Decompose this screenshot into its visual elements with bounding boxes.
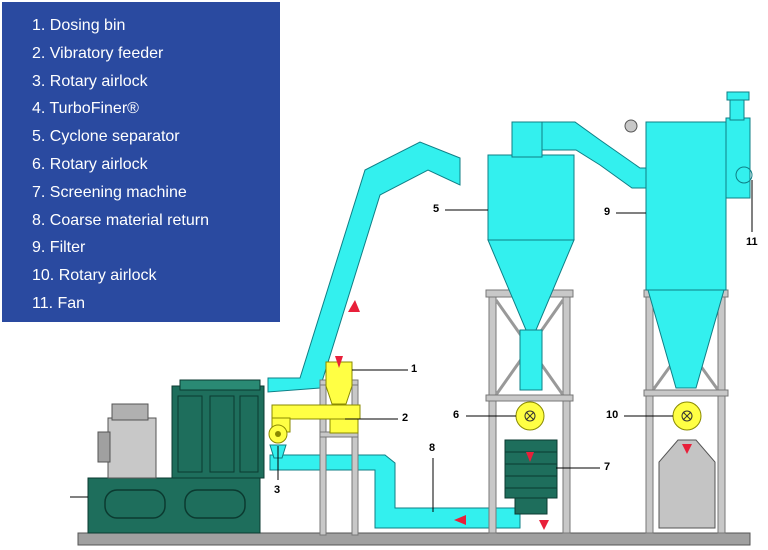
vibratory-feeder xyxy=(271,404,361,420)
arrow-left-return xyxy=(454,515,466,525)
arrow-up-riser xyxy=(348,300,360,312)
arrow-down-screen xyxy=(526,452,534,462)
callout-3: 3 xyxy=(274,484,281,496)
cyclone-separator xyxy=(485,121,575,534)
arrow-down-filter xyxy=(682,444,692,454)
callout-7: 7 xyxy=(604,461,611,473)
floor-slab xyxy=(77,532,751,546)
legend-item: 1. Dosing bin xyxy=(32,17,126,34)
legend-item: 4. TurboFiner® xyxy=(32,100,139,118)
arrow-down-screen-out xyxy=(539,520,549,530)
callout-11: 11 xyxy=(746,236,758,248)
legend-item: 11. Fan xyxy=(32,294,86,312)
legend-panel: 1. Dosing bin 2. Vibratory feeder 3. Rot… xyxy=(2,2,280,322)
base-panel-right xyxy=(184,489,246,519)
base-panel-left xyxy=(104,489,166,519)
leader-lines xyxy=(70,180,753,512)
callout-2: 2 xyxy=(402,412,409,424)
flow-arrows xyxy=(335,300,692,530)
legend-item: 10. Rotary airlock xyxy=(32,267,157,285)
legend-item: 5. Cyclone separator xyxy=(32,128,180,146)
feed-tower xyxy=(268,361,361,536)
legend-item: 9. Filter xyxy=(32,239,86,257)
callout-5: 5 xyxy=(433,203,440,215)
legend-item: 8. Coarse material return xyxy=(32,211,209,229)
legend-item: 3. Rotary airlock xyxy=(32,72,148,90)
legend-item: 6. Rotary airlock xyxy=(32,155,148,173)
dosing-bin xyxy=(325,361,353,405)
screening-machine xyxy=(504,439,558,515)
callout-10: 10 xyxy=(606,409,619,421)
fan xyxy=(725,91,753,199)
damper-knob xyxy=(624,119,638,133)
legend-item: 2. Vibratory feeder xyxy=(32,44,164,62)
callout-1: 1 xyxy=(411,363,418,375)
callout-6: 6 xyxy=(453,409,460,421)
callout-8: 8 xyxy=(429,442,436,454)
turbofiner-mill xyxy=(87,379,265,534)
legend-list: 1. Dosing bin 2. Vibratory feeder 3. Rot… xyxy=(2,2,280,318)
filter-unit xyxy=(643,121,729,534)
legend-item: 7. Screening machine xyxy=(32,183,187,201)
callout-9: 9 xyxy=(604,206,611,218)
arrow-down-dosing xyxy=(335,356,343,368)
